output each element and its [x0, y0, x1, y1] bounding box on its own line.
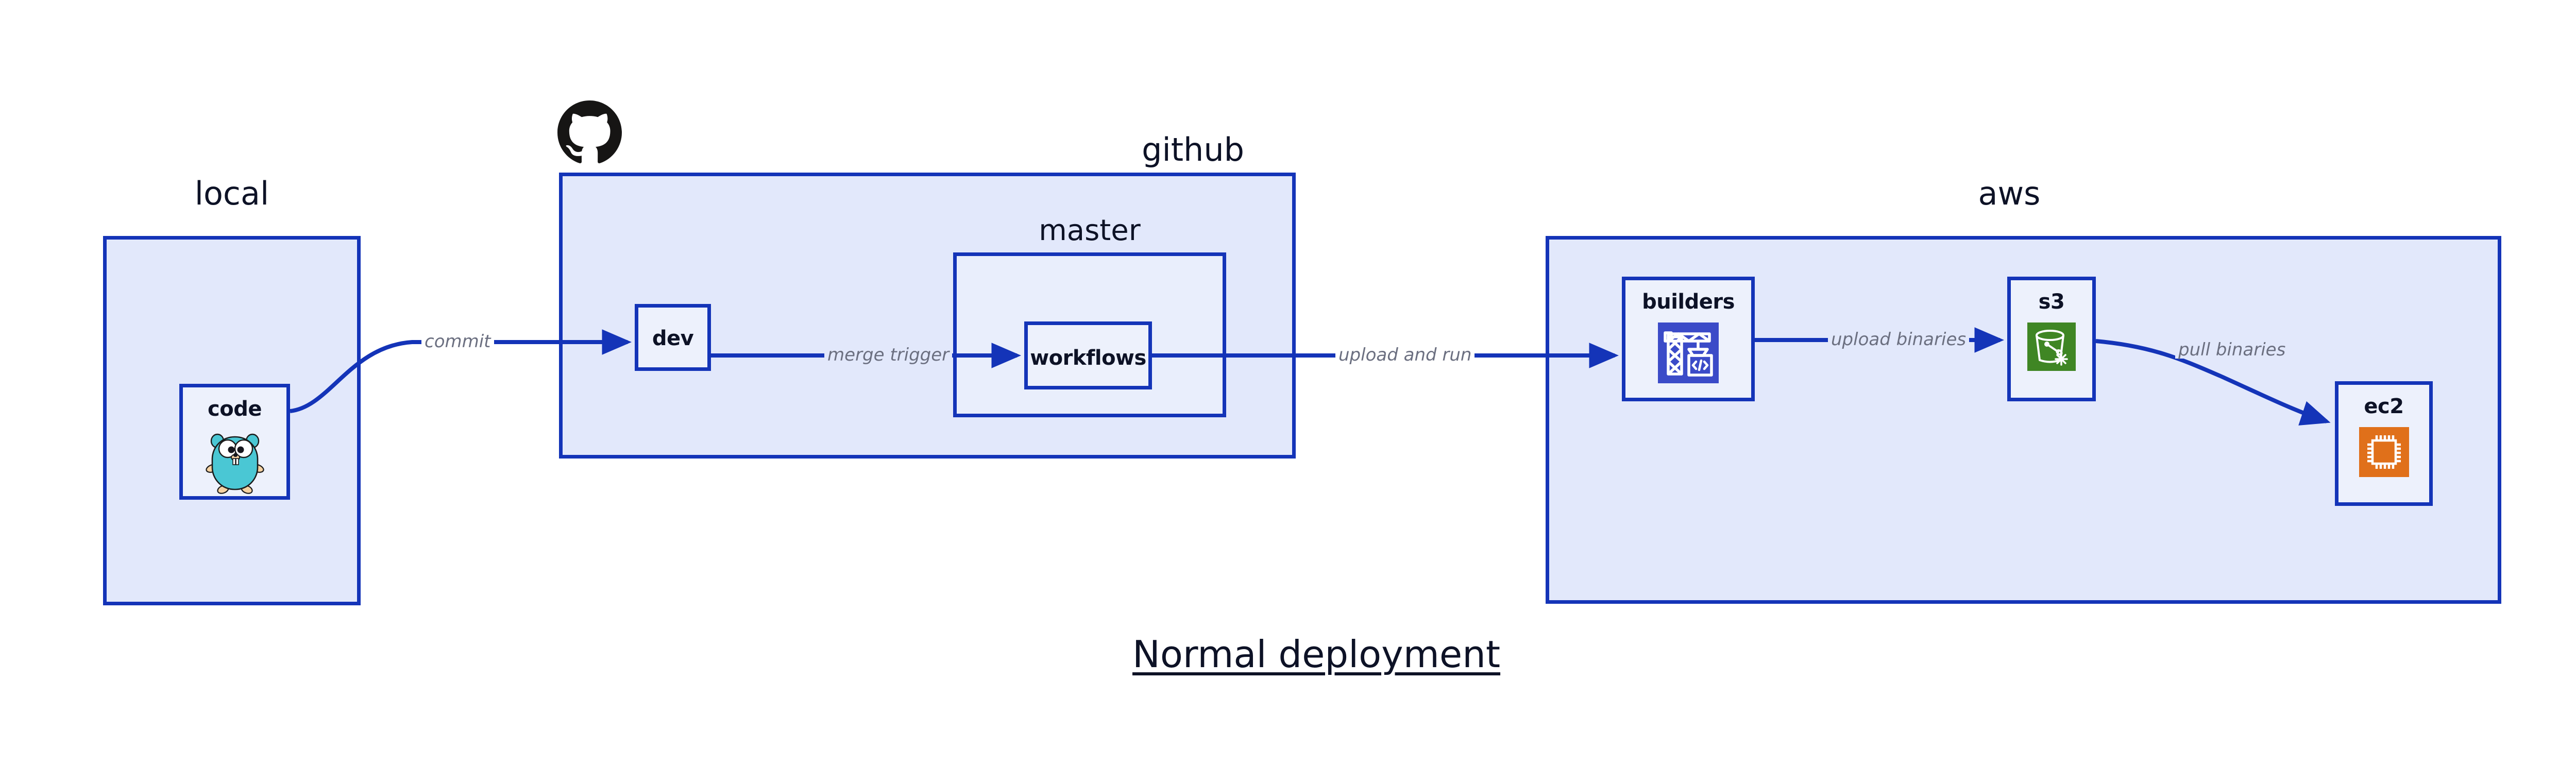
node-label-s3: s3: [2038, 290, 2065, 314]
edge-label-commit: commit: [421, 333, 494, 350]
node-label-ec2: ec2: [2364, 395, 2404, 418]
edge-label-pull-binaries: pull binaries: [2175, 341, 2289, 359]
node-s3[interactable]: s3: [2007, 277, 2096, 401]
node-label-builders: builders: [1642, 290, 1735, 314]
edge-label-merge-trigger: merge trigger: [824, 346, 953, 364]
node-code[interactable]: code: [179, 384, 290, 500]
node-label-workflows: workflows: [1030, 346, 1146, 370]
edge-label-upload-binaries: upload binaries: [1828, 331, 1970, 348]
github-octocat-icon: [557, 100, 622, 165]
crane-code-icon: [1658, 322, 1719, 385]
node-label-code: code: [208, 397, 262, 421]
group-label-github: github: [1142, 131, 1244, 168]
node-builders[interactable]: builders: [1622, 277, 1755, 401]
diagram-title: Normal deployment: [1132, 633, 1501, 676]
node-ec2[interactable]: ec2: [2335, 381, 2433, 506]
subgroup-label-master: master: [1039, 214, 1141, 247]
node-label-dev: dev: [652, 327, 694, 350]
go-gopher-icon: [205, 430, 265, 496]
group-label-local: local: [194, 175, 269, 212]
group-label-aws: aws: [1978, 175, 2041, 212]
edge-label-upload-and-run: upload and run: [1335, 346, 1475, 364]
s3-bucket-icon: [2027, 322, 2076, 373]
node-workflows[interactable]: workflows: [1024, 321, 1152, 389]
cpu-chip-icon: [2359, 427, 2409, 479]
node-dev[interactable]: dev: [635, 304, 711, 371]
